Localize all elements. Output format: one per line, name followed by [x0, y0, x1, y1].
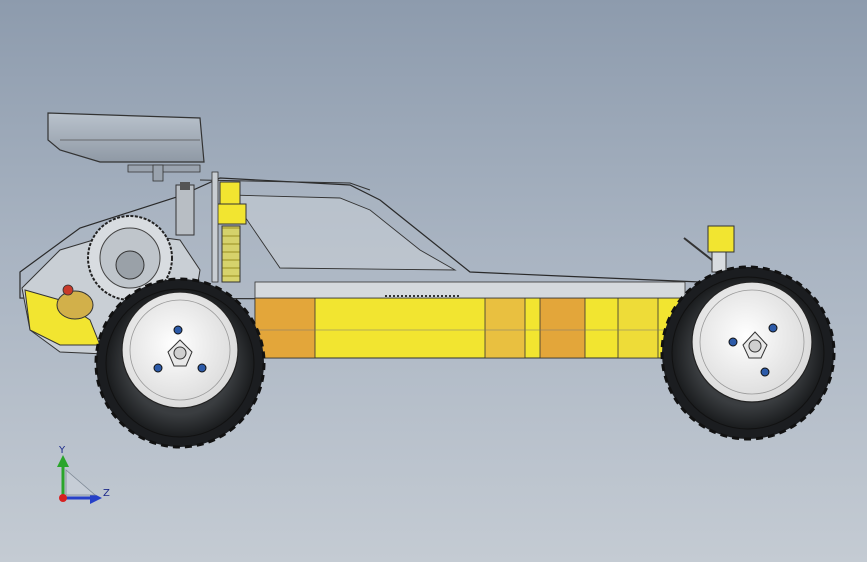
- triad-plane: [65, 469, 97, 496]
- wheel-bolt: [153, 363, 163, 373]
- wheel-nut: [167, 339, 193, 367]
- rear-shock[interactable]: [175, 171, 247, 283]
- rear-wheel[interactable]: [94, 277, 266, 449]
- wheel-bolt: [760, 367, 770, 377]
- y-axis-label: Y: [58, 445, 66, 456]
- z-axis-label: Z: [103, 488, 110, 499]
- front-shock[interactable]: [683, 225, 735, 273]
- front-wheel[interactable]: [660, 265, 836, 441]
- y-axis-arrow: [57, 455, 69, 498]
- x-axis-dot: [59, 494, 67, 502]
- chassis-side-pod[interactable]: [254, 281, 686, 359]
- wheel-bolt: [197, 363, 207, 373]
- wheel-bolt: [728, 337, 738, 347]
- wheel-nut: [742, 331, 768, 359]
- shock-spring: [221, 225, 241, 283]
- wheel-bolt: [768, 323, 778, 333]
- wheel-bolt: [173, 325, 183, 335]
- rear-wing[interactable]: [47, 112, 205, 182]
- orientation-triad[interactable]: Y Z: [57, 445, 110, 504]
